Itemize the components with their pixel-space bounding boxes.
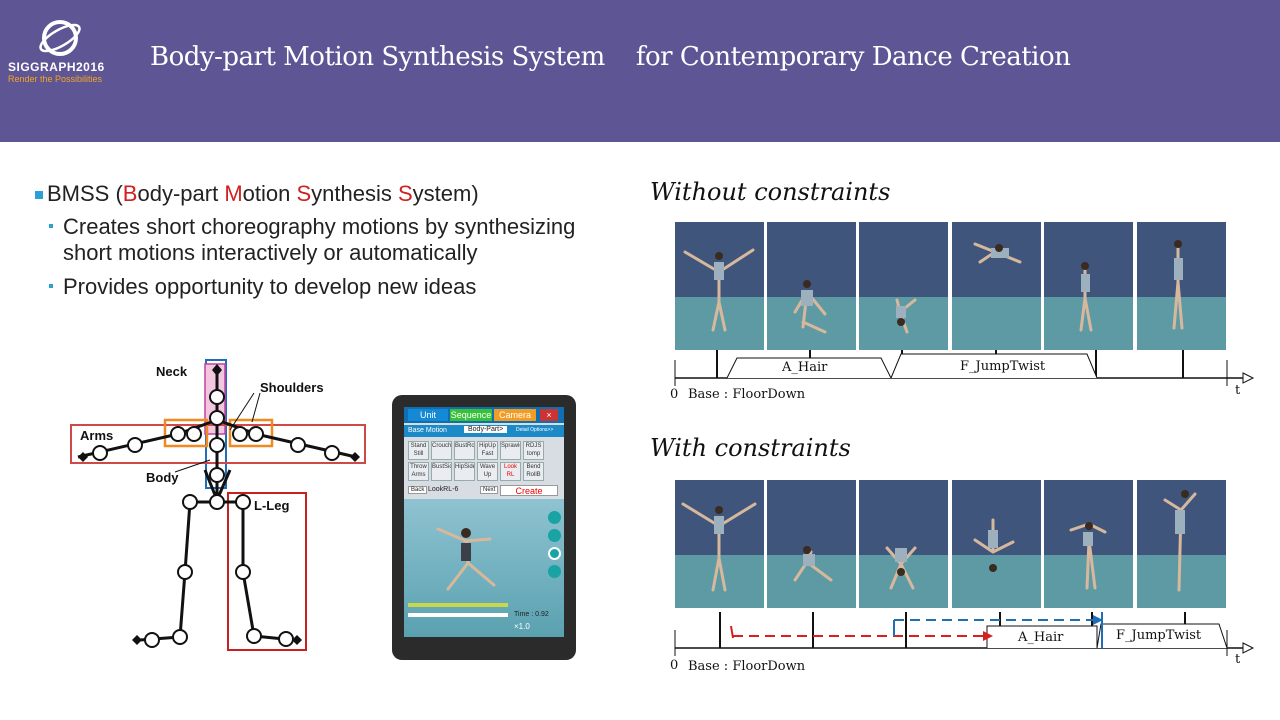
motion-cell[interactable]: Stand Still — [408, 441, 429, 460]
sub-bullet-text: Creates short choreography motions by sy… — [63, 214, 576, 265]
with-constraints-title: With constraints — [650, 434, 851, 462]
sub-bullet-text: Provides opportunity to develop new idea… — [63, 274, 477, 299]
without-frames — [675, 222, 1226, 350]
tablet-tab-bar: Unit Sequence Camera × — [404, 407, 564, 423]
tab-sequence[interactable]: Sequence — [450, 409, 492, 421]
main-bullet-part: ystem — [412, 181, 472, 206]
next-button[interactable]: Next — [480, 486, 499, 494]
block-label: F_JumpTwist — [1116, 628, 1202, 643]
main-bullet-prefix: BMSS ( — [47, 181, 123, 206]
motion-cell[interactable]: BustSide — [431, 462, 452, 481]
dancer-figures-icon — [683, 240, 1184, 334]
logo-text: SIGGRAPH2016 — [8, 60, 105, 74]
tablet-screen: Unit Sequence Camera × Base Motion Body-… — [404, 407, 564, 637]
motion-frame — [859, 480, 948, 608]
main-bullet-part: otion — [242, 181, 297, 206]
motion-cell[interactable]: BustRoll — [454, 441, 475, 460]
main-bullet-suffix: ) — [471, 181, 479, 206]
base-label: Base : FloorDown — [688, 659, 806, 674]
close-button[interactable]: × — [540, 409, 558, 421]
motion-cell[interactable]: RDJS tomp — [523, 441, 544, 460]
shoulders-label: Shoulders — [260, 380, 324, 395]
block-label: A_Hair — [1018, 630, 1064, 645]
dancer-figures-icon — [681, 490, 1197, 592]
sub-bullet: Creates short choreography motions by sy… — [35, 214, 595, 266]
motion-cell[interactable]: Throw Arms — [408, 462, 429, 481]
base-motion-label: Base Motion — [408, 427, 447, 434]
bullet-list: BMSS (Body-part Motion Synthesis System)… — [35, 180, 595, 300]
arms-label: Arms — [80, 428, 114, 443]
base-label: Base : FloorDown — [688, 387, 806, 402]
block-label: A_Hair — [782, 360, 828, 375]
accent-letter: M — [224, 181, 243, 206]
axis-label: t — [1235, 652, 1241, 667]
slide-title: Body-part Motion Synthesis System for Co… — [150, 42, 1071, 72]
without-constraints-title: Without constraints — [650, 178, 891, 206]
bullet-dot-icon — [49, 284, 53, 288]
block-label: F_JumpTwist — [960, 359, 1046, 374]
main-bullet-part: ynthesis — [311, 181, 398, 206]
tab-unit[interactable]: Unit — [408, 409, 448, 421]
axis-label: t — [1235, 383, 1241, 398]
basket-icon[interactable] — [548, 511, 561, 524]
without-timeline — [674, 350, 1255, 386]
logo-tagline: Render the Possibilities — [8, 74, 103, 84]
body-part-button[interactable]: Body-Part> — [464, 426, 508, 433]
skeleton-diagram: Neck Shoulders Arms Body L-Leg — [60, 350, 380, 660]
body-label: Body — [146, 470, 179, 485]
motion-cell[interactable]: Bend RollB — [523, 462, 544, 481]
accent-letter: S — [296, 181, 312, 206]
sub-bullet: Provides opportunity to develop new idea… — [35, 274, 595, 300]
origin-label: 0 — [670, 387, 679, 402]
main-bullet-part: ody-part — [137, 181, 225, 206]
motion-cell[interactable]: Sprawled — [500, 441, 521, 460]
dancer-figure-icon — [436, 527, 496, 591]
skeleton-figure — [70, 359, 366, 651]
main-bullet: BMSS (Body-part Motion Synthesis System) — [35, 180, 595, 208]
bullet-square-icon — [35, 191, 43, 200]
with-timeline — [674, 612, 1255, 656]
time-readout: Time : 0.92 — [514, 611, 549, 618]
motion-grid: Stand Still Crouch BustRoll HipUp Fast S… — [408, 441, 560, 481]
create-button[interactable]: Create — [500, 485, 558, 496]
motion-cell-selected[interactable]: Look RL — [500, 462, 521, 481]
record-icon[interactable] — [548, 547, 561, 560]
accent-letter: S — [397, 181, 413, 206]
nav-row: Back LookRL-6 Next Create — [408, 485, 560, 497]
tablet-3d-view[interactable]: Time : 0.92 ×1.0 — [404, 499, 564, 637]
leg-label: L-Leg — [254, 498, 290, 513]
pause-icon[interactable] — [548, 565, 561, 578]
detail-options-button[interactable]: Detail Options>> — [516, 427, 554, 433]
tablet-device: Unit Sequence Camera × Base Motion Body-… — [392, 395, 576, 660]
accent-letter: B — [122, 181, 138, 206]
header-bar: SIGGRAPH2016 Render the Possibilities Bo… — [0, 0, 1280, 142]
motion-cell[interactable]: HipUp Fast — [477, 441, 498, 460]
motion-cell[interactable]: Wave Up — [477, 462, 498, 481]
origin-label: 0 — [670, 658, 679, 673]
tab-camera[interactable]: Camera — [494, 409, 536, 421]
siggraph-logo-icon — [39, 20, 81, 56]
gear-icon[interactable] — [548, 529, 561, 542]
motion-frame — [952, 480, 1041, 608]
back-button[interactable]: Back — [408, 486, 428, 494]
base-motion-row: Base Motion Body-Part> Detail Options>> — [404, 425, 564, 437]
current-motion-text: LookRL-6 — [428, 486, 459, 493]
motion-cell[interactable]: Crouch — [431, 441, 452, 460]
neck-label: Neck — [156, 364, 188, 379]
motion-frame — [952, 222, 1041, 350]
bullet-dot-icon — [49, 224, 53, 228]
speed-readout[interactable]: ×1.0 — [514, 622, 530, 631]
track-bar — [408, 613, 508, 617]
motion-cell[interactable]: HipSide — [454, 462, 475, 481]
track-bar — [408, 603, 508, 607]
with-frames — [675, 480, 1226, 608]
